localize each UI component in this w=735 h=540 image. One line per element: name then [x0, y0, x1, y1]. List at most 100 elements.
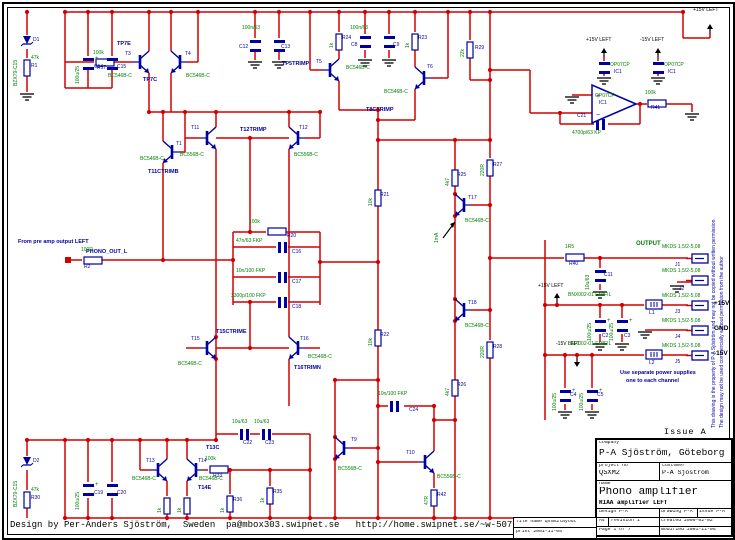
designator-label: R29: [475, 45, 485, 51]
value-label: 47R: [424, 495, 430, 505]
transistor: [144, 68, 149, 73]
resistor: [451, 379, 459, 397]
junction-dot: [637, 101, 643, 107]
junction-dot: [487, 255, 493, 261]
junction-dot: [467, 9, 473, 15]
design-cell: design P-A: [599, 510, 628, 514]
junction-dot: [184, 515, 190, 521]
resistor: [647, 99, 667, 108]
designator-label: J5: [675, 359, 681, 365]
capacitor: [596, 119, 599, 130]
transistor: [328, 63, 332, 77]
junction-dot: [252, 9, 258, 15]
value-label: 220R: [480, 164, 486, 176]
designator-label: C24: [409, 407, 419, 413]
schematic-label: T11CTRIMB: [148, 169, 179, 175]
junction-dot: [375, 445, 381, 451]
value-label: 10k: [368, 337, 374, 346]
value-label: BZX79-C15: [13, 59, 19, 86]
drawing-frame: [7, 7, 730, 535]
resistor: [486, 159, 494, 177]
value-label: BC546B-C: [346, 65, 370, 71]
electrolytic-capacitor: [617, 320, 628, 323]
junction-dot: [137, 437, 143, 443]
junction-dot: [412, 9, 418, 15]
resistor: [411, 33, 419, 51]
junction-dot: [160, 257, 166, 263]
schematic-label: T8CTRIMP: [366, 107, 394, 113]
transistor: [335, 454, 340, 459]
transistor: [163, 158, 168, 163]
capacitor: [262, 429, 265, 440]
capacitor: [396, 401, 399, 412]
value-label: BC556B-C: [180, 152, 204, 158]
designator-label: C8: [351, 42, 358, 48]
junction-dot: [386, 9, 392, 15]
value-label: BC546B-C: [186, 73, 210, 79]
opamp: [592, 85, 636, 123]
designator-label: IC1: [668, 69, 676, 75]
designator-label: T6: [427, 64, 433, 70]
value-label: 220R: [480, 346, 486, 358]
designator-label: T14: [198, 458, 207, 464]
junction-dot: [146, 9, 152, 15]
value-label: BNX002-01 EMIFIL: [568, 292, 612, 298]
capacitor: [268, 429, 271, 440]
capacitor: [384, 45, 395, 48]
junction-dot: [542, 302, 548, 308]
value-label: 100u/25: [552, 392, 558, 411]
value-label: 4k7: [445, 387, 451, 396]
resistor: [335, 33, 343, 51]
designator-label: C5: [597, 392, 604, 398]
company-label: company: [599, 441, 620, 445]
designator-label: C19: [94, 490, 104, 496]
designator-label: R28: [493, 344, 503, 350]
value-label: BC556B-C: [338, 466, 362, 472]
value-label: BNX002-01 EMIFIL: [568, 341, 612, 347]
designator-label: R22: [380, 332, 390, 338]
capacitor: [360, 45, 371, 48]
transistor: [139, 50, 150, 60]
transistor: [171, 68, 176, 73]
electrolytic-capacitor: [83, 67, 94, 70]
designator-label: R41: [651, 105, 661, 111]
junction-dot: [307, 9, 313, 15]
schematic-label: Use separate power supplies: [620, 370, 696, 376]
resistor: [23, 59, 31, 77]
designator-label: T10: [406, 450, 415, 456]
designator-label: R25: [457, 172, 467, 178]
capacitor: [278, 242, 281, 253]
value-label: 10u/63: [585, 274, 591, 290]
value-label: BC546B-C: [308, 354, 332, 360]
value-label: 47k: [31, 487, 40, 493]
value-label: BC546B-C: [384, 89, 408, 95]
junction-dot: [375, 117, 381, 123]
title-block-file-strip: file name qsxm2layout print 2001-11-05: [513, 517, 597, 539]
transistor: [296, 131, 300, 145]
zener-diode: [20, 43, 24, 47]
value-label: 100k: [645, 90, 656, 96]
polarity-plus: +: [599, 388, 603, 394]
name-label: name: [599, 481, 611, 486]
name-value: Phono amplifier: [599, 487, 699, 498]
junction-dot: [452, 515, 458, 521]
designator-label: C11: [604, 272, 613, 278]
resistor: [374, 329, 382, 347]
schematic-label: -15V: [714, 350, 728, 357]
electrolytic-capacitor: [83, 493, 94, 496]
junction-dot: [557, 110, 563, 116]
schematic-label: GND: [714, 325, 729, 332]
junction-dot: [375, 459, 381, 465]
schematic-label: TP7C: [143, 77, 158, 83]
schematic-label: T15CTRIME: [216, 329, 247, 335]
value-label: 10n/100 FKP: [236, 268, 266, 274]
value-label: BC546B-C: [465, 323, 489, 329]
junction-dot: [597, 302, 603, 308]
junction-dot: [62, 515, 68, 521]
schematic-label: This drawing is the property of P-A Sjös…: [711, 219, 717, 428]
value-label: 100k: [93, 50, 104, 56]
transistor: [205, 131, 209, 145]
capacitor: [107, 58, 118, 61]
capacitor: [360, 36, 371, 39]
junction-layer: [24, 9, 686, 521]
